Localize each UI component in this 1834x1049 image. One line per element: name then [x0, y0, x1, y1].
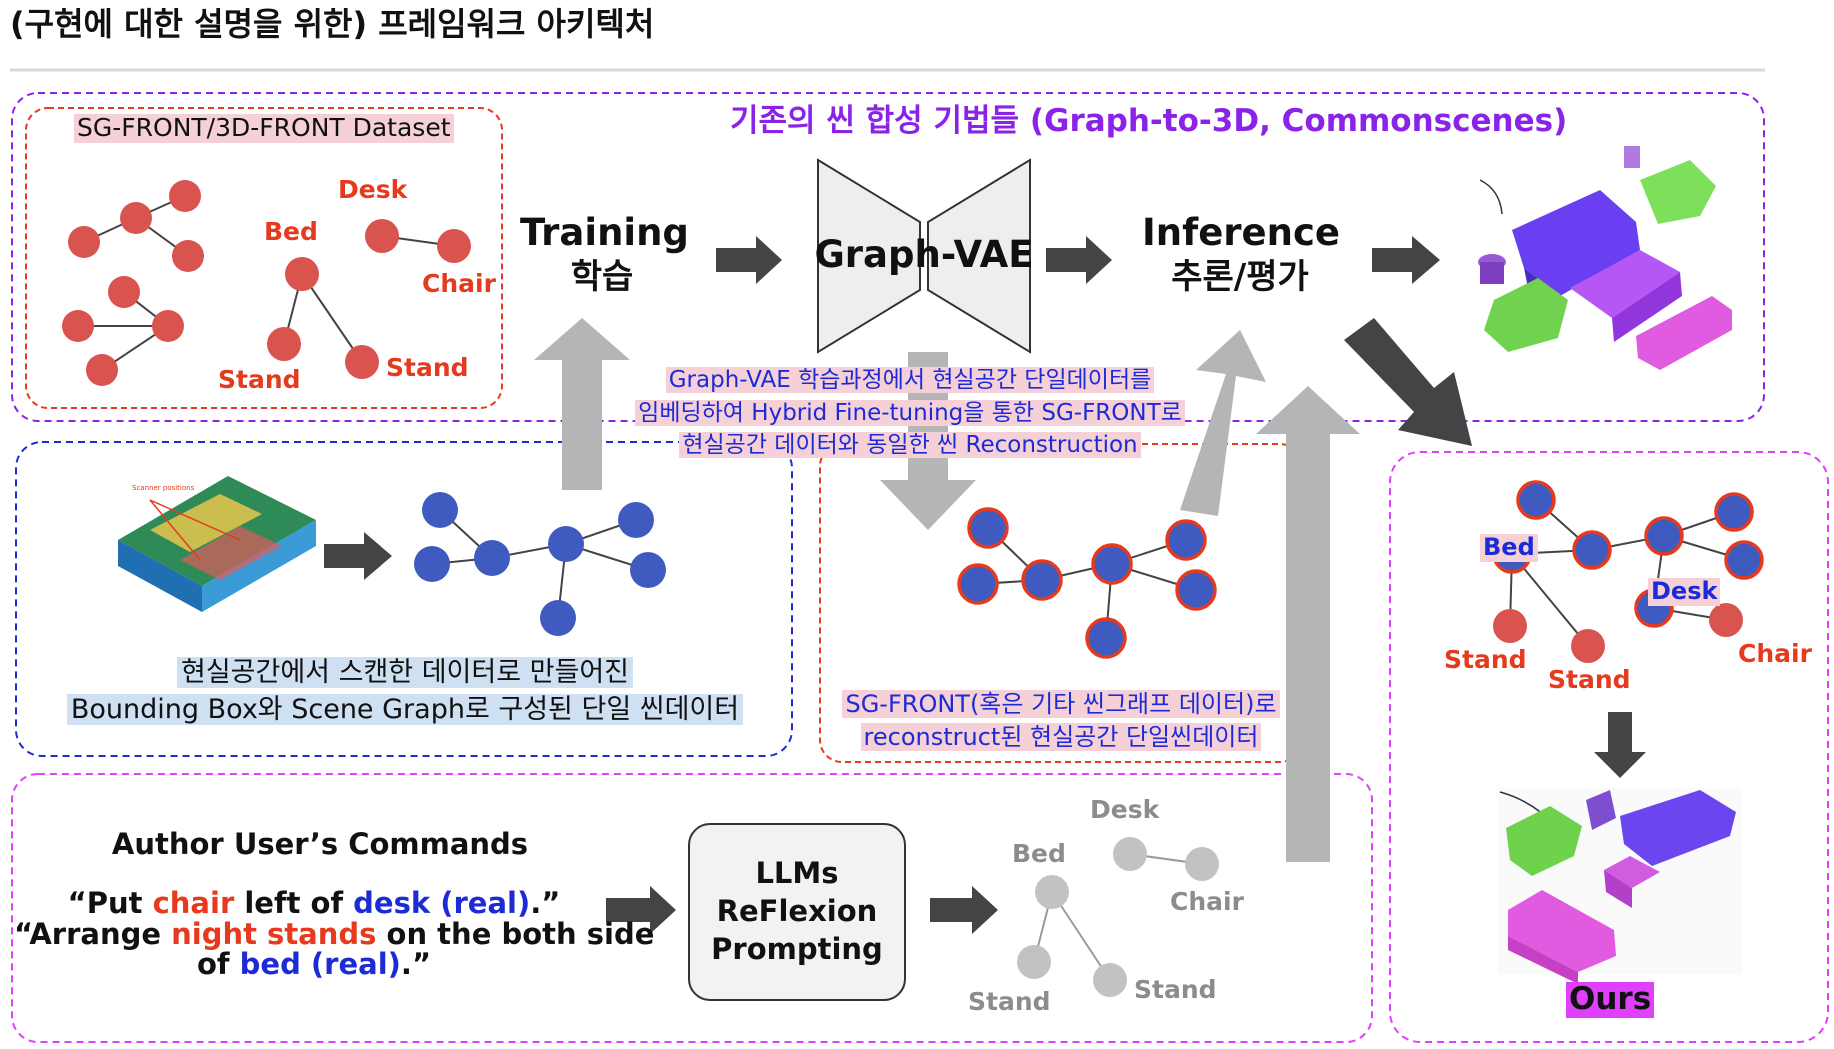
commands-text: “Put chair left of desk (real).” “Arrang… — [14, 886, 654, 982]
command-3-part-a: of — [197, 947, 240, 982]
dataset-node-bed: Bed — [264, 217, 318, 246]
llm-to-graph-arrow — [930, 886, 998, 934]
decoder-trapezoid — [927, 158, 1031, 354]
graph-vae-label: Graph-VAE — [814, 233, 1034, 276]
reconstruction-caption-line-1: SG-FRONT(혹은 기타 씬그래프 데이터)로 — [842, 690, 1280, 718]
reconstruction-caption: SG-FRONT(혹은 기타 씬그래프 데이터)로 reconstruct된 현… — [822, 688, 1300, 753]
ours-label: Ours — [1566, 981, 1655, 1018]
existing-methods-label: 기존의 씬 합성 기법들 (Graph-to-3D, Commonscenes) — [730, 103, 1568, 139]
scan-data-region — [15, 441, 793, 757]
scan-caption: 현실공간에서 스캔한 데이터로 만들어진 Bounding Box와 Scene… — [30, 654, 780, 729]
prompt-graph-stand-2: Stand — [1134, 975, 1217, 1004]
command-3-part-c: .” — [400, 947, 431, 982]
prompt-graph-nodes — [1017, 837, 1219, 997]
ours-graph-chair: Chair — [1738, 639, 1812, 668]
reconstruction-region — [819, 443, 1303, 763]
dataset-node-chair: Chair — [422, 269, 496, 298]
scan-to-graph-arrow — [324, 532, 392, 580]
scan-graph-edges — [431, 509, 649, 619]
page-title: (구현에 대한 설명을 위한) 프레임워크 아키텍처 — [10, 5, 655, 43]
inference-to-ours-arrow — [1344, 318, 1472, 446]
ours-graph-desk: Desk — [1648, 577, 1721, 606]
dataset-label: SG-FRONT/3D-FRONT Dataset — [74, 113, 454, 143]
prompt-graph-desk: Desk — [1090, 795, 1160, 824]
command-3-bed: bed (real) — [239, 947, 401, 982]
prompting-to-inference-arrow — [1256, 386, 1360, 862]
command-1-desk: desk (real) — [353, 886, 531, 920]
prompt-graph-chair: Chair — [1170, 887, 1244, 916]
dataset-graph-nodes — [62, 180, 471, 386]
inference-to-results-arrow — [1372, 236, 1440, 284]
reconstruction-graph-nodes — [957, 507, 1217, 659]
inference-label: Inference — [1142, 211, 1341, 254]
command-1-part-e: .” — [530, 886, 561, 920]
commands-to-llm-arrow — [606, 886, 676, 934]
dataset-node-stand-1: Stand — [218, 365, 301, 394]
commands-heading: Author User’s Commands — [111, 827, 529, 861]
ours-graph-nodes-red — [1493, 603, 1743, 663]
scanner-positions-label: Scanner positions — [132, 484, 195, 492]
vae-to-inference-arrow — [1046, 236, 1112, 284]
llm-label-line-1: LLMs — [755, 856, 839, 891]
finetune-note-line-1: Graph-VAE 학습과정에서 현실공간 단일데이터를 — [665, 367, 1155, 393]
scan-caption-line-2: Bounding Box와 Scene Graph로 구성된 단일 씬데이터 — [66, 694, 744, 726]
graph-to-ours-arrow — [1594, 712, 1646, 778]
prompt-graph-stand-1: Stand — [968, 987, 1051, 1016]
training-label: Training — [520, 211, 689, 254]
scan-caption-line-1: 현실공간에서 스캔한 데이터로 만들어진 — [176, 657, 634, 688]
prompt-graph-bed: Bed — [1012, 839, 1066, 868]
dataset-node-desk: Desk — [338, 175, 408, 204]
command-1-part-a: “Put — [67, 886, 153, 920]
llm-reflexion-box: LLMs ReFlexion Prompting — [688, 823, 906, 1001]
ours-region — [1389, 451, 1829, 1043]
existing-methods-render — [1478, 146, 1732, 370]
training-to-vae-arrow — [716, 236, 782, 284]
command-2-part-c: on the both side — [376, 916, 655, 951]
command-1-chair: chair — [152, 886, 235, 920]
command-2-night-stands: night stands — [171, 916, 377, 951]
scan-pointcloud-image — [118, 476, 316, 612]
reconstruction-caption-line-2: reconstruct된 현실공간 단일씬데이터 — [860, 722, 1262, 751]
finetune-note-line-2: 임베딩하여 Hybrid Fine-tuning을 통한 SG-FRONT로 — [635, 399, 1185, 426]
finetune-note: Graph-VAE 학습과정에서 현실공간 단일데이터를 임베딩하여 Hybri… — [620, 364, 1200, 462]
commands-region — [11, 773, 1373, 1043]
ours-render — [1498, 788, 1742, 984]
command-2-part-a: “Arrange — [14, 916, 172, 951]
llm-label-line-3: Prompting — [711, 931, 883, 966]
training-label-ko: 학습 — [570, 257, 634, 297]
ours-graph-edges — [1509, 499, 1745, 647]
reconstruction-to-inference-arrow — [1180, 330, 1266, 516]
dataset-node-stand-2: Stand — [386, 353, 469, 382]
prompt-graph-edges — [1033, 853, 1203, 981]
dataset-region — [25, 107, 503, 409]
scan-graph-nodes — [414, 492, 666, 636]
encoder-trapezoid — [817, 158, 921, 354]
finetune-note-line-3: 현실공간 데이터와 동일한 씬 Reconstruction — [679, 432, 1141, 459]
scan-to-training-arrow — [534, 318, 630, 490]
command-1-part-c: left of — [234, 886, 354, 920]
reconstruction-graph-edges — [977, 527, 1197, 639]
ours-graph-stand-2: Stand — [1548, 665, 1631, 694]
ours-graph-stand-1: Stand — [1444, 645, 1527, 674]
ours-graph-bed: Bed — [1480, 533, 1538, 562]
llm-label-line-2: ReFlexion — [716, 894, 878, 929]
inference-label-ko: 추론/평가 — [1171, 257, 1309, 297]
